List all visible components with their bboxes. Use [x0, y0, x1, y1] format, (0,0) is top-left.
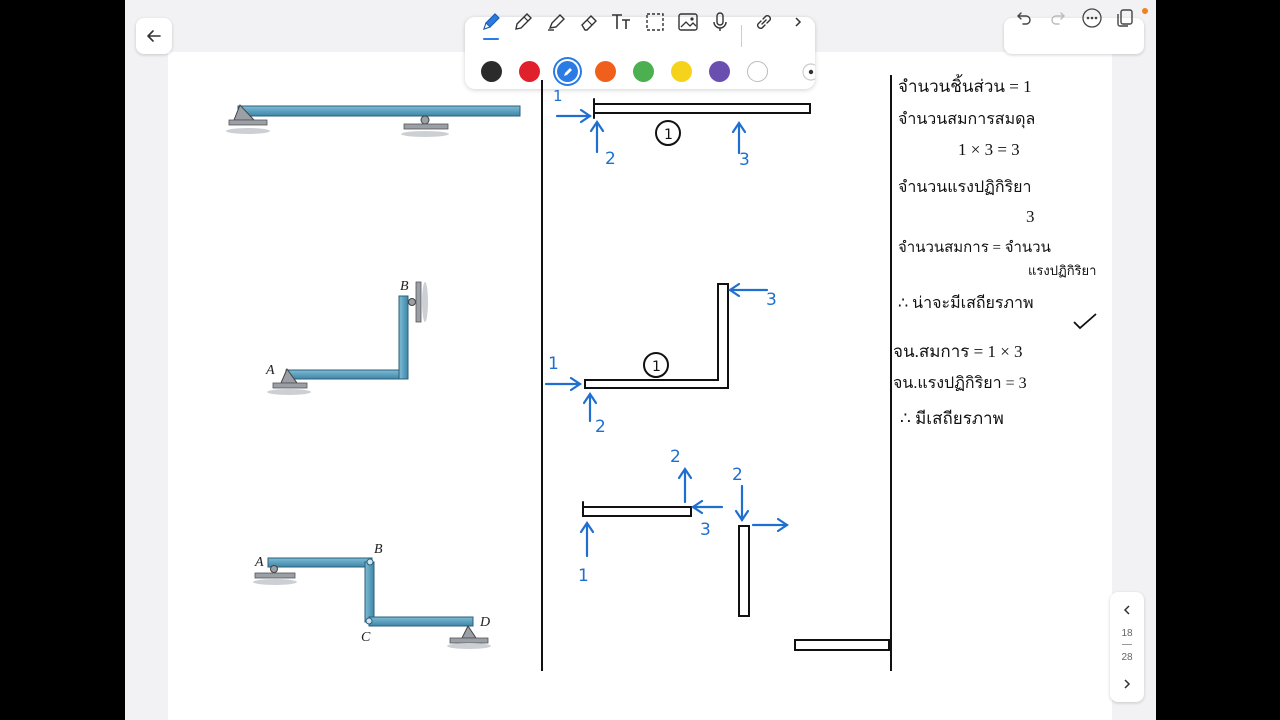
color-swatch-green[interactable]	[633, 61, 654, 82]
chevron-left-icon	[1123, 605, 1130, 615]
stroke-size-button[interactable]	[801, 62, 815, 82]
more-horizontal-icon	[1082, 8, 1102, 28]
link-tool-button[interactable]	[750, 8, 778, 36]
undo-icon	[1017, 12, 1031, 25]
eraser-tool-button[interactable]	[575, 8, 603, 36]
eraser-icon	[581, 15, 597, 31]
pages-button[interactable]	[1113, 6, 1137, 30]
chevron-right-icon	[1124, 679, 1131, 689]
image-icon	[678, 13, 698, 31]
color-swatch-black[interactable]	[481, 61, 502, 82]
color-swatch-purple[interactable]	[709, 61, 730, 82]
more-options-button[interactable]	[1080, 6, 1104, 30]
color-swatch-yellow[interactable]	[671, 61, 692, 82]
chevron-right-icon	[795, 17, 802, 27]
pencil-tool-button[interactable]	[509, 8, 537, 36]
highlighter-tool-button[interactable]	[542, 8, 570, 36]
total-pages: 28	[1121, 652, 1133, 663]
image-tool-button[interactable]	[674, 8, 702, 36]
pages-icon	[1117, 9, 1133, 27]
toolbar-divider	[741, 25, 742, 47]
current-page-number: 18	[1121, 628, 1133, 639]
more-tools-button[interactable]	[784, 8, 812, 36]
lasso-tool-button[interactable]	[641, 8, 669, 36]
pen-tool-button[interactable]	[477, 8, 505, 40]
notification-dot	[1142, 8, 1148, 14]
color-swatch-orange[interactable]	[595, 61, 616, 82]
page-divider	[1122, 644, 1132, 645]
color-swatch-blue[interactable]	[557, 61, 578, 82]
undo-button[interactable]	[1012, 6, 1036, 30]
pen-icon	[483, 13, 500, 30]
pen-selected-icon	[563, 67, 572, 76]
text-icon	[612, 14, 630, 29]
microphone-icon	[713, 12, 727, 31]
page-navigator: 18 28	[1110, 592, 1144, 702]
next-page-button[interactable]	[1115, 672, 1139, 696]
previous-page-button[interactable]	[1115, 598, 1139, 622]
arrow-left-icon	[147, 30, 161, 42]
color-swatch-red[interactable]	[519, 61, 540, 82]
lasso-select-icon	[646, 13, 664, 31]
back-button[interactable]	[136, 18, 172, 54]
color-swatch-white[interactable]	[747, 61, 768, 82]
note-page[interactable]	[168, 52, 1112, 720]
redo-button[interactable]	[1046, 6, 1070, 30]
redo-icon	[1051, 12, 1065, 25]
link-icon	[757, 15, 771, 29]
pencil-icon	[515, 13, 532, 30]
stroke-size-icon	[802, 63, 815, 81]
highlighter-icon	[548, 14, 565, 31]
microphone-tool-button[interactable]	[706, 8, 734, 36]
text-tool-button[interactable]	[608, 8, 636, 36]
